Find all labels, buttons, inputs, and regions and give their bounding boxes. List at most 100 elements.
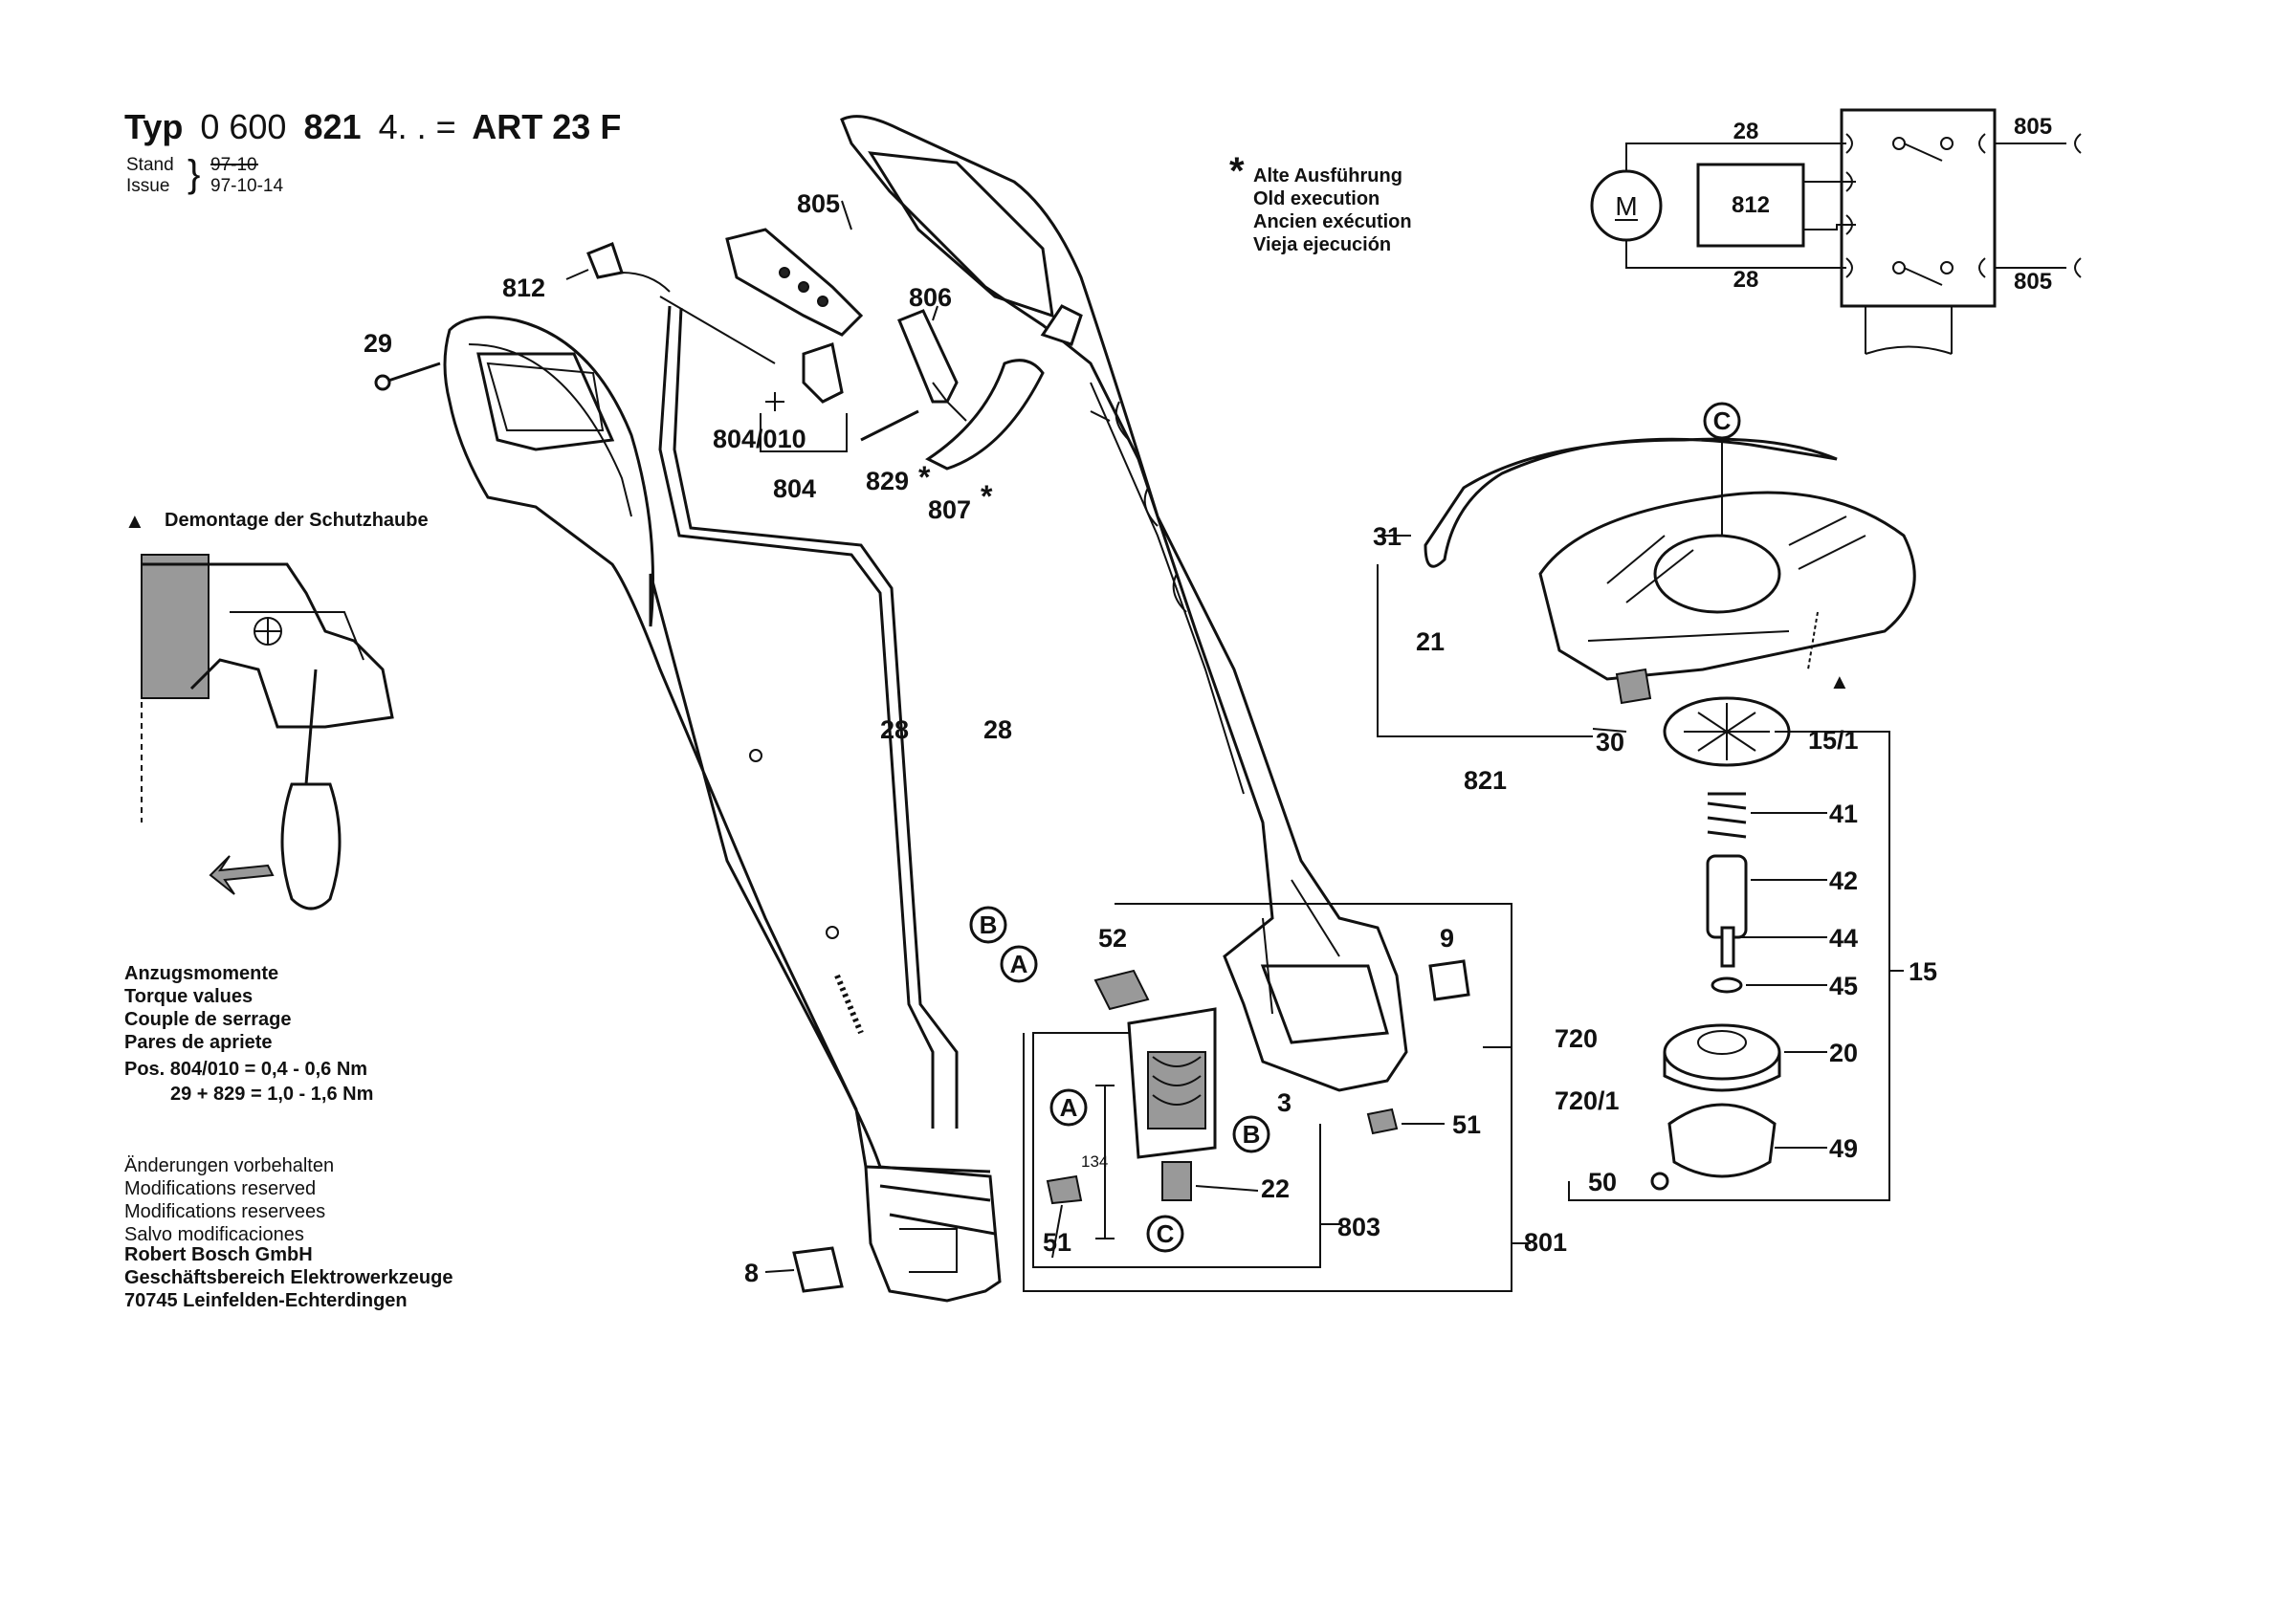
label-15-1: 15/1 xyxy=(1808,726,1859,755)
warning-triangle-guard-icon: ▲ xyxy=(1829,669,1850,693)
screw-29-icon xyxy=(382,362,441,384)
label-41: 41 xyxy=(1829,800,1858,828)
callouts: C B A A B C xyxy=(969,402,1741,1253)
torque-pos-2: 29 + 829 = 1,0 - 1,6 Nm xyxy=(170,1084,373,1105)
label-9: 9 xyxy=(1440,924,1454,953)
label-42: 42 xyxy=(1829,866,1858,895)
part-8-icon xyxy=(792,1246,844,1293)
handle-window xyxy=(868,151,1054,318)
callout-a-wire xyxy=(1000,945,1038,983)
switch-804-icon xyxy=(802,342,844,404)
footer-company-2: 70745 Leinfelden-Echterdingen xyxy=(124,1290,408,1311)
switch-housing xyxy=(1840,108,1997,308)
wiring-box-label: 812 xyxy=(1732,192,1770,218)
old-execution-legend: * Alte Ausführung Old execution Ancien e… xyxy=(1229,150,1412,255)
svg-text:B: B xyxy=(980,910,998,939)
stand-label: Stand xyxy=(126,155,174,175)
wire-harness-28 xyxy=(658,296,959,1129)
spring-41-icon xyxy=(1707,792,1747,839)
part-30-icon xyxy=(1615,668,1652,705)
torque-line-3: Pares de apriete xyxy=(124,1032,273,1053)
asterisk-icon: * xyxy=(1229,150,1245,192)
capacitor-812-icon xyxy=(586,242,624,279)
label-821: 821 xyxy=(1464,766,1507,795)
washer-45-icon xyxy=(1711,976,1743,994)
arrow-left-icon xyxy=(209,855,275,895)
cable-parts xyxy=(374,228,1083,471)
cap-49-icon xyxy=(1667,1103,1777,1178)
label-21: 21 xyxy=(1416,627,1445,656)
old-exec-line-1: Old execution xyxy=(1253,188,1380,209)
typ-bold: 821 xyxy=(303,107,361,146)
label-807: 807 xyxy=(928,495,971,524)
motor-coil-inset xyxy=(141,554,210,699)
label-52: 52 xyxy=(1098,924,1127,953)
dim-134: 134 xyxy=(1081,1152,1108,1171)
torque-pos-1: Pos. 804/010 = 0,4 - 0,6 Nm xyxy=(124,1059,367,1080)
model-name: ART 23 F xyxy=(472,107,621,146)
label-31: 31 xyxy=(1373,522,1402,551)
label-3: 3 xyxy=(1277,1088,1292,1117)
part-labels: 29 812 805 806 804/010 804 829 * 807 * 2… xyxy=(364,189,1937,1287)
guard-21-icon xyxy=(1538,491,1916,681)
footer-company-1: Geschäftsbereich Elektrowerkzeuge xyxy=(124,1267,453,1288)
label-28b: 28 xyxy=(983,715,1012,744)
part-51b-icon xyxy=(1366,1108,1399,1135)
old-exec-line-3: Vieja ejecución xyxy=(1253,234,1391,255)
footer-block: Änderungen vorbehalten Modifications res… xyxy=(124,1155,453,1311)
typ-prefix: Typ xyxy=(124,107,183,146)
label-8: 8 xyxy=(744,1259,759,1287)
disassembly-inset: ▲ Demontage der Schutzhaube xyxy=(124,509,429,910)
label-30: 30 xyxy=(1596,728,1624,757)
svg-text:Typ 0 600 821: Typ 0 600 821 4. . = ART 23 F xyxy=(124,107,621,146)
footer-line-3: Salvo modificaciones xyxy=(124,1224,304,1245)
svg-text:A: A xyxy=(1010,950,1028,978)
wiring-805-top: 805 xyxy=(2014,114,2052,140)
svg-text:C: C xyxy=(1713,406,1732,435)
motor-label: M xyxy=(1615,191,1637,221)
issue-value: 97-10-14 xyxy=(210,176,283,196)
nut-50-icon xyxy=(1650,1172,1669,1191)
plug-805-icon xyxy=(725,228,864,337)
sleeve-806-icon xyxy=(897,309,959,404)
shield-31-icon xyxy=(1424,437,1838,568)
label-20: 20 xyxy=(1829,1039,1858,1067)
issue-label: Issue xyxy=(126,176,169,196)
callout-a-motor xyxy=(1049,1088,1088,1127)
housing-window xyxy=(476,352,615,451)
disassembly-title: Demontage der Schutzhaube xyxy=(165,510,429,531)
screw-829-icon xyxy=(860,409,919,442)
label-28a: 28 xyxy=(880,715,909,744)
label-720: 720 xyxy=(1555,1024,1598,1053)
label-829: 829 xyxy=(866,467,909,495)
label-829-star: * xyxy=(918,460,931,494)
label-720-1: 720/1 xyxy=(1555,1086,1620,1115)
label-44: 44 xyxy=(1829,924,1858,953)
motor-assembly: 134 xyxy=(792,903,1512,1293)
callout-c-bottom xyxy=(1146,1215,1184,1253)
label-45: 45 xyxy=(1829,972,1858,1000)
label-22: 22 xyxy=(1261,1174,1290,1203)
cap-20-icon xyxy=(1663,1023,1781,1081)
label-801: 801 xyxy=(1524,1228,1567,1257)
callout-b-wire xyxy=(969,906,1007,944)
part-51-icon xyxy=(1046,1174,1083,1205)
typ-suffix: 4. . = xyxy=(379,107,456,146)
bracket-15 xyxy=(1568,731,1890,1201)
label-806: 806 xyxy=(909,283,952,312)
brush-22-icon xyxy=(1161,1161,1192,1201)
wiring-28-top: 28 xyxy=(1733,119,1759,144)
part-9-icon xyxy=(1428,959,1470,1001)
label-805: 805 xyxy=(797,189,840,218)
label-804-010: 804/010 xyxy=(713,425,806,453)
old-exec-line-2: Ancien exécution xyxy=(1253,211,1412,232)
bracket-801 xyxy=(1023,903,1512,1292)
label-29: 29 xyxy=(364,329,392,358)
svg-text:A: A xyxy=(1060,1093,1078,1122)
label-49: 49 xyxy=(1829,1134,1858,1163)
wiring-schematic: M 812 28 28 805 805 xyxy=(1590,108,2082,355)
torque-block: Anzugsmomente Torque values Couple de se… xyxy=(124,963,373,1105)
old-exec-line-0: Alte Ausführung xyxy=(1253,165,1402,186)
part-52-icon xyxy=(1093,969,1150,1011)
